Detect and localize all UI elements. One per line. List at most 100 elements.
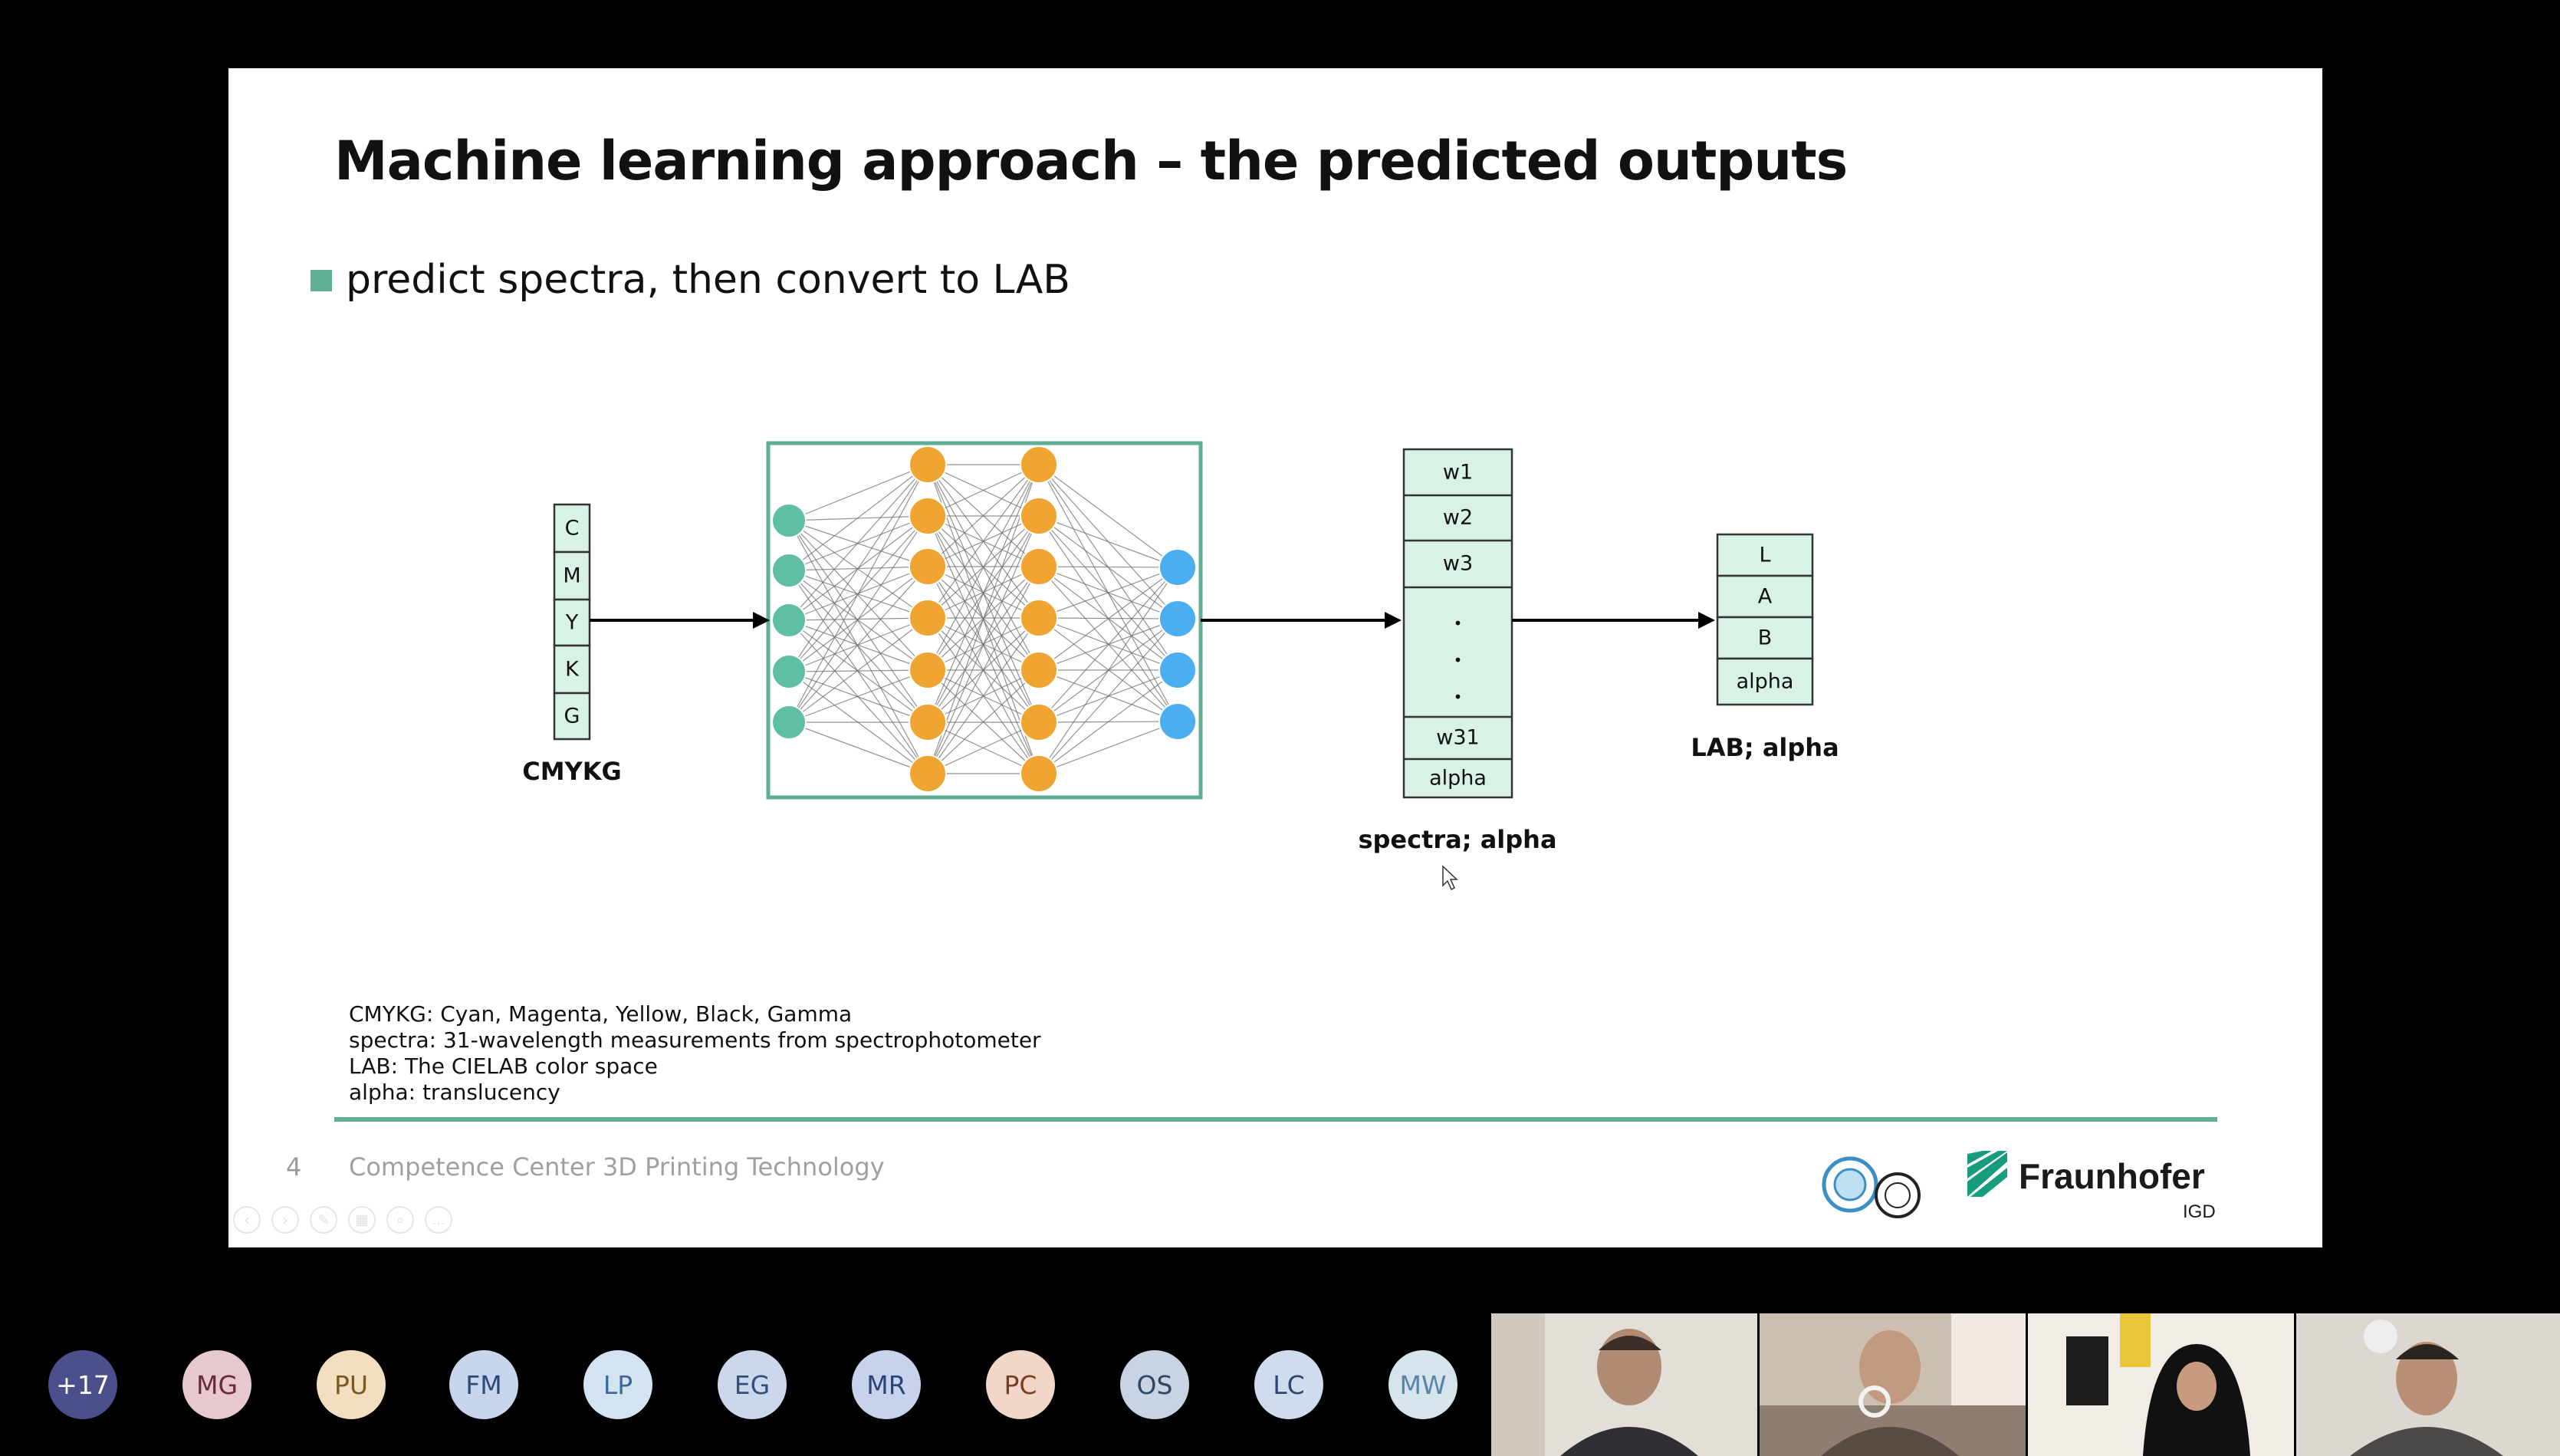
output-label: spectra; alpha xyxy=(1358,825,1556,854)
arrow-head xyxy=(1698,612,1715,629)
lab-box xyxy=(1716,616,1814,660)
network-connection xyxy=(788,520,928,619)
network-connection xyxy=(788,570,928,723)
more-options-icon[interactable]: … xyxy=(425,1206,452,1234)
lab-box-label: alpha xyxy=(1737,670,1794,694)
participant-avatar[interactable]: MR xyxy=(852,1350,921,1419)
network-node xyxy=(1158,702,1197,741)
network-connection xyxy=(788,570,928,774)
participant-avatar[interactable]: LP xyxy=(583,1350,652,1419)
input-box-label: G xyxy=(564,705,580,728)
participant-video-tile[interactable] xyxy=(1491,1313,1757,1456)
output-column xyxy=(1402,448,1513,799)
network-node xyxy=(771,705,807,740)
participant-video-tile[interactable] xyxy=(2296,1313,2560,1456)
participant-avatar[interactable]: OS xyxy=(1120,1350,1189,1419)
network-connection xyxy=(1038,567,1178,774)
participant-video-tile[interactable] xyxy=(1760,1313,2026,1456)
lab-box-label: L xyxy=(1759,544,1770,567)
slides-grid-icon[interactable]: ▦ xyxy=(348,1206,376,1234)
network-connection xyxy=(788,721,928,774)
network-node xyxy=(1020,599,1058,637)
input-box xyxy=(553,644,591,695)
network-node xyxy=(1020,547,1058,586)
network-node xyxy=(771,503,807,538)
network-node xyxy=(771,603,807,638)
output-box-label: alpha xyxy=(1429,767,1487,790)
participant-avatar[interactable]: PC xyxy=(986,1350,1055,1419)
network-node xyxy=(1158,600,1197,638)
network-connection xyxy=(788,669,928,672)
network-connection xyxy=(788,520,928,671)
participant-avatar[interactable]: LC xyxy=(1254,1350,1323,1419)
partner-badges-logo xyxy=(1822,1156,1921,1218)
network-connection xyxy=(788,464,928,571)
network-connection xyxy=(788,464,928,621)
network-frame xyxy=(766,441,1203,800)
network-connection xyxy=(788,515,928,571)
network-connection xyxy=(788,566,928,723)
more-participants-badge[interactable]: +17 xyxy=(48,1350,117,1419)
network-node xyxy=(1020,651,1058,689)
network-connection xyxy=(788,515,928,723)
input-box-label: Y xyxy=(565,611,579,635)
next-slide-icon[interactable]: › xyxy=(271,1206,299,1234)
participant-avatar[interactable]: MG xyxy=(182,1350,251,1419)
network-connection xyxy=(927,566,1040,774)
input-box-label: M xyxy=(563,564,580,588)
network-connection xyxy=(1038,721,1178,774)
network-connection xyxy=(927,464,1040,567)
network-node xyxy=(771,654,807,689)
network-connection xyxy=(1038,464,1178,568)
network-node xyxy=(909,651,947,689)
network-connection xyxy=(788,515,928,521)
lab-box-label: B xyxy=(1758,626,1773,650)
network-connection xyxy=(788,464,928,672)
slide-number: 4 xyxy=(286,1152,302,1182)
logo-subtitle: IGD xyxy=(2183,1201,2216,1222)
participant-avatar[interactable]: EG xyxy=(718,1350,787,1419)
input-box xyxy=(553,692,591,741)
bullet-text: predict spectra, then convert to LAB xyxy=(346,257,1070,303)
participant-avatar[interactable]: FM xyxy=(449,1350,518,1419)
presentation-slide: Machine learning approach – the predicte… xyxy=(228,68,2322,1247)
network-node xyxy=(909,445,947,484)
network-node xyxy=(1020,703,1058,741)
output-box-label: w3 xyxy=(1443,552,1473,576)
network-connection xyxy=(788,464,928,521)
network-connection xyxy=(1038,567,1178,671)
network-connection xyxy=(927,515,1040,774)
ellipsis-dot: • xyxy=(1454,688,1463,706)
output-box-label: w2 xyxy=(1443,506,1473,530)
network-connection xyxy=(788,570,928,671)
participant-video-tile[interactable] xyxy=(2028,1313,2294,1456)
slideshow-toolbar: ‹ › ✎ ▦ ⌕ … xyxy=(233,1206,452,1234)
participant-avatar[interactable]: MW xyxy=(1388,1350,1457,1419)
participant-avatar[interactable]: PU xyxy=(317,1350,386,1419)
input-box-label: K xyxy=(565,658,580,682)
network-connection xyxy=(1038,515,1178,568)
network-connection xyxy=(927,669,1040,774)
input-box xyxy=(553,598,591,647)
glossary-notes: CMYKG: Cyan, Magenta, Yellow, Black, Gam… xyxy=(349,1001,1041,1106)
network-node xyxy=(909,703,947,741)
network-node xyxy=(909,497,947,535)
logo-name: Fraunhofer xyxy=(2019,1156,2205,1196)
network-connection xyxy=(1038,669,1178,774)
ellipsis-dot: • xyxy=(1454,651,1463,669)
slide-title: Machine learning approach – the predicte… xyxy=(334,130,1848,192)
network-connection xyxy=(788,520,928,774)
zoom-icon[interactable]: ⌕ xyxy=(386,1206,414,1234)
previous-slide-icon[interactable]: ‹ xyxy=(233,1206,261,1234)
network-connection xyxy=(927,464,1040,723)
network-connection xyxy=(788,669,928,723)
lab-box-label: A xyxy=(1758,585,1773,609)
output-box-label: w1 xyxy=(1443,461,1473,485)
arrow-head xyxy=(753,612,770,629)
input-box-label: C xyxy=(565,517,580,541)
pen-icon[interactable]: ✎ xyxy=(310,1206,337,1234)
lab-label: LAB; alpha xyxy=(1691,733,1839,762)
bullet-marker xyxy=(311,270,332,291)
network-node xyxy=(1158,651,1197,689)
